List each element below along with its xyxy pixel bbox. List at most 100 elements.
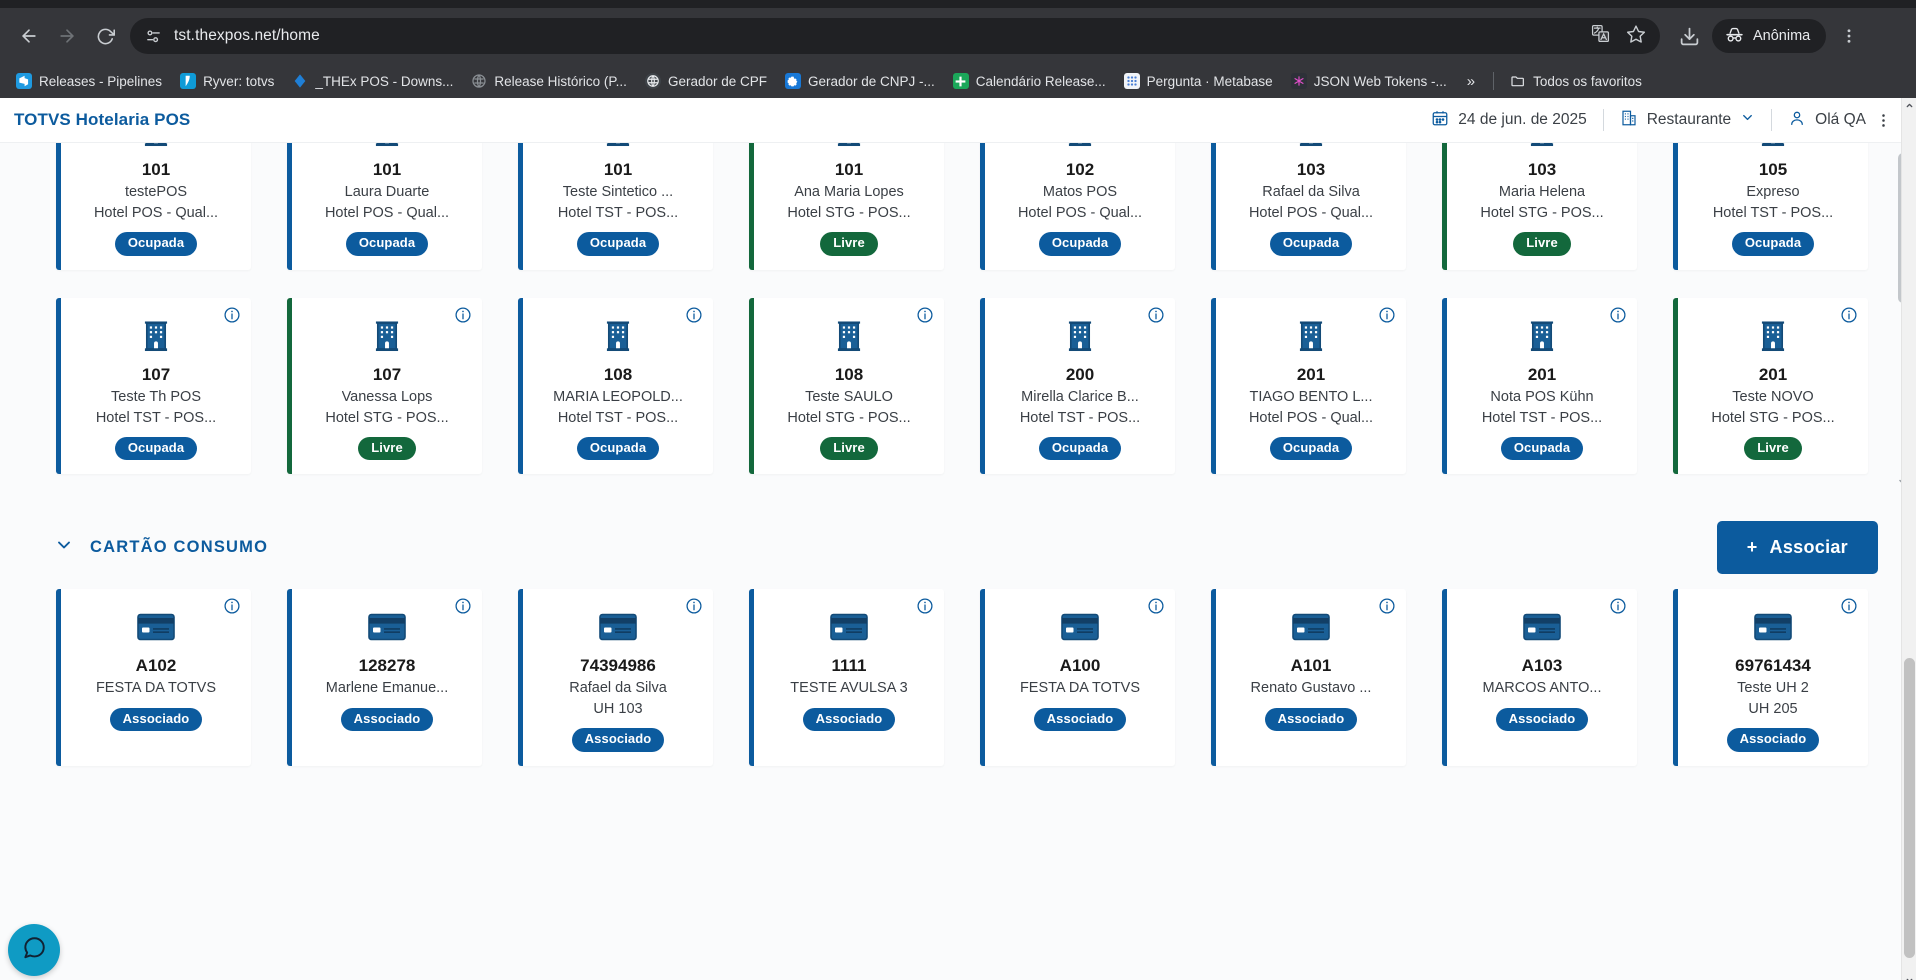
room-hotel-name: Hotel TST - POS... — [557, 204, 679, 221]
chevron-down-icon[interactable] — [54, 535, 74, 560]
gear-blue-icon — [784, 73, 801, 89]
incognito-indicator[interactable]: Anônima — [1712, 19, 1827, 53]
info-icon[interactable] — [685, 597, 703, 615]
bookmark-item[interactable]: Release Histórico (P... — [463, 69, 635, 93]
info-icon[interactable] — [1378, 306, 1396, 324]
info-icon[interactable] — [454, 306, 472, 324]
forward-button[interactable] — [50, 19, 84, 53]
info-icon[interactable] — [454, 597, 472, 615]
info-icon[interactable] — [1840, 597, 1858, 615]
info-icon[interactable] — [1609, 597, 1627, 615]
building-icon — [1065, 320, 1095, 352]
room-number: 107 — [141, 364, 171, 384]
card-number: 74394986 — [580, 656, 656, 675]
site-settings-icon[interactable] — [142, 25, 164, 47]
address-bar[interactable]: tst.thexpos.net/home — [130, 18, 1660, 54]
info-icon[interactable] — [916, 597, 934, 615]
bookmark-star-icon[interactable] — [1626, 24, 1646, 49]
toolbar-right-actions: Anônima — [1672, 19, 1866, 53]
bookmark-item[interactable]: Calendário Release... — [945, 69, 1114, 93]
room-number: 107 — [372, 364, 402, 384]
status-badge: Ocupada — [1038, 232, 1122, 256]
room-number: 101 — [834, 160, 864, 179]
page-scroll-up-icon[interactable] — [1902, 98, 1916, 113]
info-icon[interactable] — [685, 306, 703, 324]
chat-widget-button[interactable] — [8, 924, 60, 976]
bookmark-item[interactable]: Releases - Pipelines — [8, 69, 170, 93]
info-icon[interactable] — [223, 597, 241, 615]
room-guest-name: Teste SAULO — [805, 388, 893, 405]
credit-card-icon — [1061, 611, 1099, 643]
room-guest-name: Mirella Clarice B... — [1021, 388, 1139, 405]
associar-button[interactable]: + Associar — [1716, 520, 1878, 574]
ryver-icon — [180, 73, 197, 89]
page-scrollbar-thumb[interactable] — [1904, 658, 1915, 958]
building-icon — [1527, 143, 1557, 147]
info-icon[interactable] — [1147, 306, 1165, 324]
outlet-label: Restaurante — [1646, 111, 1732, 128]
bookmark-item[interactable]: _THEx POS - Downs... — [284, 69, 461, 93]
user-greeting: Olá QA — [1815, 111, 1866, 128]
bookmark-item[interactable]: JSON Web Tokens -... — [1283, 69, 1455, 93]
reload-button[interactable] — [88, 19, 122, 53]
status-badge: Livre — [1513, 232, 1571, 256]
status-badge: Ocupada — [576, 232, 660, 256]
consumption-section-header: CARTÃO CONSUMO + Associar — [0, 493, 1916, 589]
info-icon[interactable] — [1378, 597, 1396, 615]
status-badge: Ocupada — [1500, 437, 1584, 461]
bookmarks-overflow-button[interactable]: » — [1466, 72, 1476, 90]
room-hotel-name: Hotel TST - POS... — [1712, 204, 1834, 221]
business-date[interactable]: 24 de jun. de 2025 — [1415, 109, 1602, 132]
info-icon[interactable] — [916, 306, 934, 324]
consumption-collapse-toggle[interactable]: CARTÃO CONSUMO — [54, 535, 268, 560]
translate-icon[interactable] — [1591, 24, 1610, 48]
chrome-menu-icon[interactable] — [1832, 19, 1866, 53]
user-menu[interactable]: Olá QA — [1772, 109, 1872, 132]
info-icon[interactable] — [1840, 306, 1858, 324]
page-scroll-down-icon[interactable] — [1902, 973, 1916, 980]
all-bookmarks-button[interactable]: Todos os favoritos — [1502, 69, 1650, 93]
outlet-selector[interactable]: Restaurante — [1604, 109, 1771, 132]
page-scrollbar[interactable] — [1901, 98, 1916, 980]
info-icon[interactable] — [1147, 597, 1165, 615]
credit-card-icon — [1292, 611, 1330, 643]
downloads-icon[interactable] — [1672, 19, 1706, 53]
bookmark-item[interactable]: Ryver: totvs — [172, 69, 282, 93]
info-icon[interactable] — [1609, 306, 1627, 324]
info-icon[interactable] — [223, 306, 241, 324]
bookmark-item[interactable]: Gerador de CPF — [637, 69, 775, 93]
room-number: 101 — [603, 160, 633, 179]
bookmark-item[interactable]: Pergunta · Metabase — [1116, 69, 1281, 93]
bookmark-item[interactable]: Gerador de CNPJ -... — [777, 69, 943, 93]
status-badge: Associado — [109, 707, 203, 732]
chevron-down-icon[interactable] — [1740, 110, 1755, 130]
status-badge: Ocupada — [576, 437, 660, 461]
back-button[interactable] — [12, 19, 46, 53]
kebab-menu-icon[interactable] — [1872, 103, 1894, 137]
